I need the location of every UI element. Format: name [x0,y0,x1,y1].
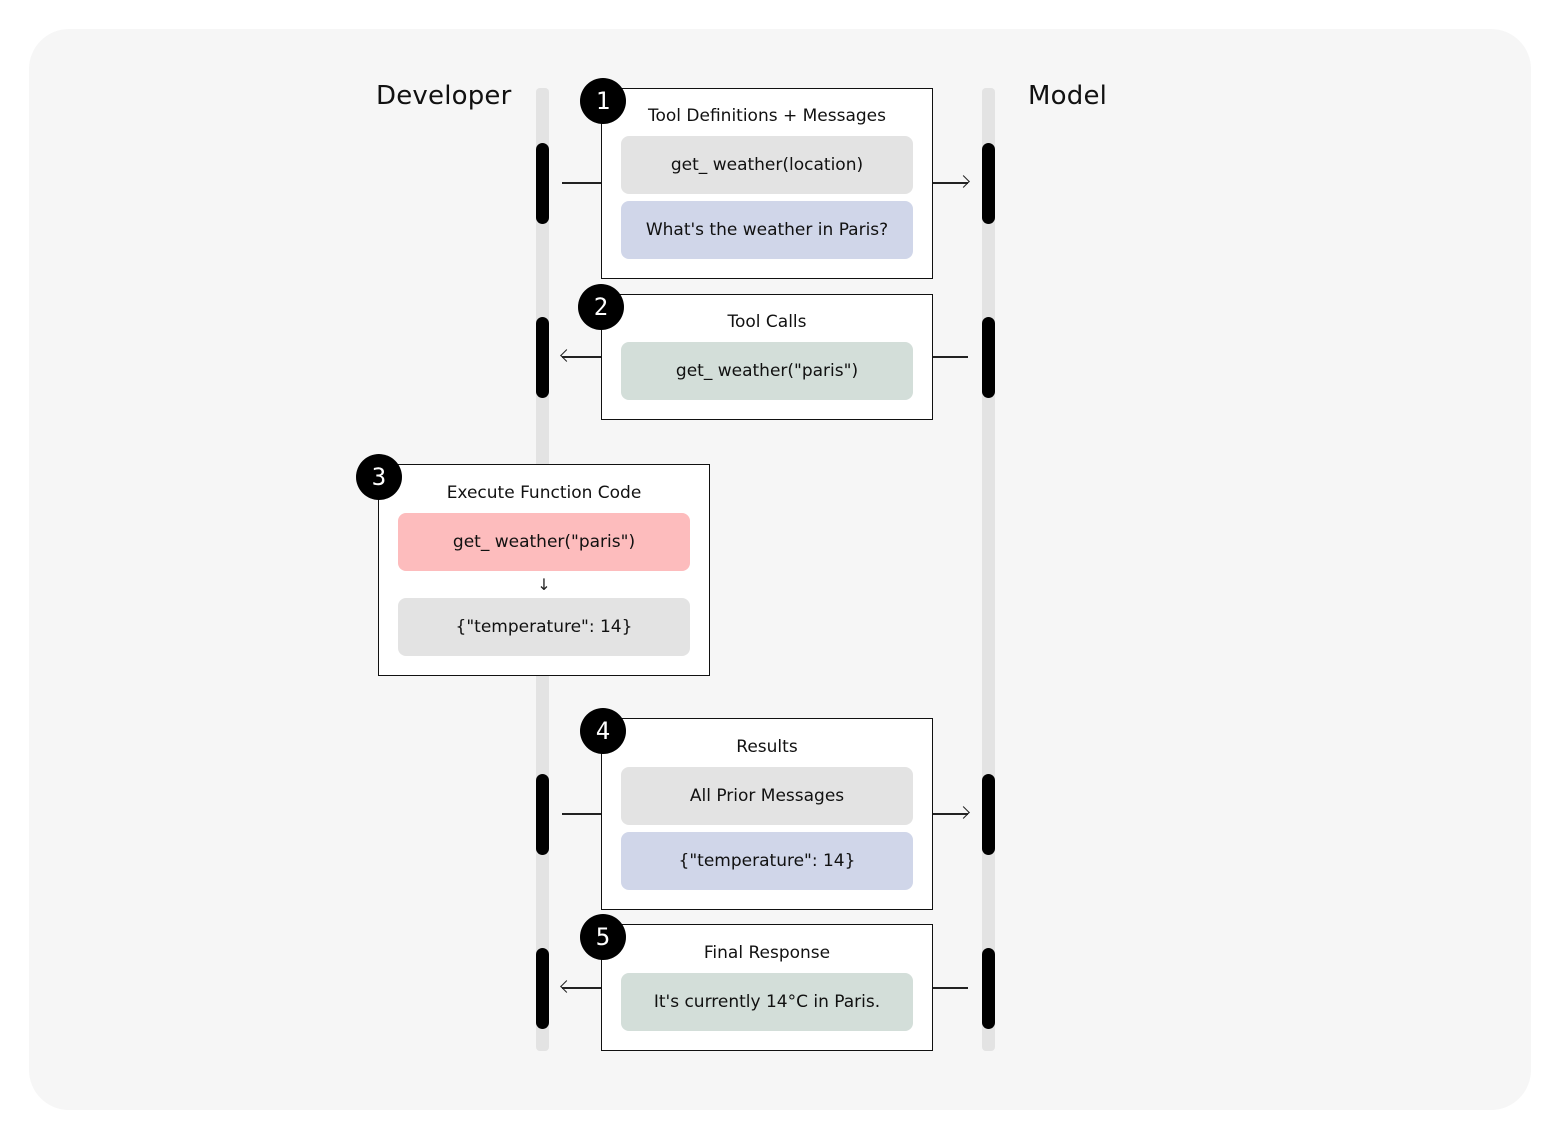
tool-definition-chip: get_ weather(location) [621,136,913,194]
step-title: Results [736,737,798,757]
connector-line [562,182,602,184]
step-3-box: Execute Function Code get_ weather("pari… [378,464,710,676]
model-activation-2 [982,317,995,398]
step-title: Execute Function Code [446,483,642,503]
step-title: Final Response [703,943,831,963]
step-number-badge: 1 [580,78,626,124]
step-2-box: Tool Calls get_ weather("paris") [601,294,933,420]
step-number-badge: 2 [578,284,624,330]
step-4-box: Results All Prior Messages {"temperature… [601,718,933,910]
function-result-chip: {"temperature": 14} [398,598,690,656]
developer-activation-1 [536,143,549,224]
arrow-right-icon [932,182,968,184]
connector-line [932,356,968,358]
arrow-left-icon [562,356,602,358]
model-lifeline [982,88,995,1051]
developer-activation-5 [536,948,549,1029]
step-5-box: Final Response It's currently 14°C in Pa… [601,924,933,1051]
tool-call-chip: get_ weather("paris") [621,342,913,400]
model-activation-1 [982,143,995,224]
developer-activation-4 [536,774,549,855]
step-title: Tool Calls [727,312,807,332]
user-message-chip: What's the weather in Paris? [621,201,913,259]
prior-messages-chip: All Prior Messages [621,767,913,825]
result-chip: {"temperature": 14} [621,832,913,890]
step-number-badge: 5 [580,914,626,960]
model-activation-4 [982,774,995,855]
connector-line [932,987,968,989]
step-number-badge: 4 [580,708,626,754]
final-response-chip: It's currently 14°C in Paris. [621,973,913,1031]
developer-lane-title: Developer [376,81,512,111]
developer-activation-2 [536,317,549,398]
connector-line [562,813,602,815]
step-number-badge: 3 [356,454,402,500]
function-call-chip: get_ weather("paris") [398,513,690,571]
model-activation-5 [982,948,995,1029]
step-1-box: Tool Definitions + Messages get_ weather… [601,88,933,279]
step-title: Tool Definitions + Messages [647,106,887,126]
arrow-right-icon [932,813,968,815]
arrow-left-icon [562,987,602,989]
model-lane-title: Model [1028,81,1108,111]
arrow-down-icon: ↓ [537,575,551,594]
